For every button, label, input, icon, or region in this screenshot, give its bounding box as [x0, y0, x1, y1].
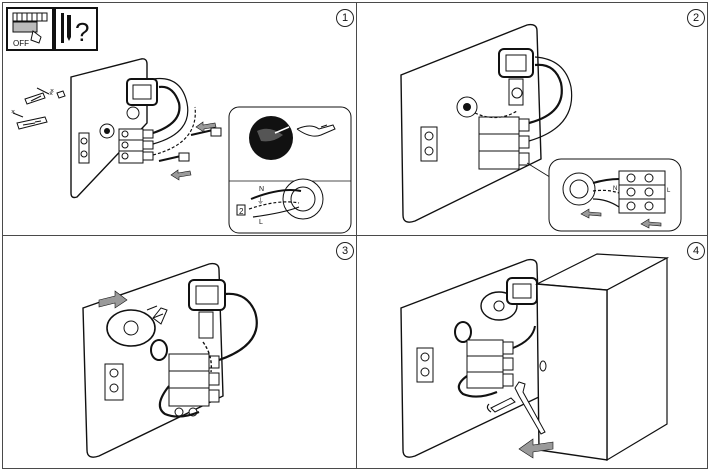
arrow-icon [195, 121, 217, 133]
fixing-screw-1 [190, 127, 222, 137]
detail-bubble: N ⏚ L 2 [228, 106, 352, 234]
terminal-block [478, 116, 530, 170]
svg-text:×: × [50, 88, 54, 95]
wire-striped [474, 110, 518, 119]
wire-label-earth: ⏚ [257, 197, 264, 205]
step-1-panel: 1 OFF ? [2, 2, 357, 236]
screw-anchor-lower: × × [11, 88, 54, 130]
cable-gland [106, 305, 168, 347]
cover-box [534, 253, 670, 462]
wire-label-l: L [259, 219, 263, 226]
wire-striped [202, 341, 213, 373]
screw-anchor-upper: × [24, 87, 53, 105]
arrow-icon [580, 208, 602, 219]
step-4-panel: 4 [356, 235, 708, 469]
wire-black [152, 85, 181, 135]
svg-text:N: N [613, 186, 617, 192]
wire-black [528, 63, 563, 125]
step-number-3: 3 [336, 242, 354, 260]
grommet [150, 339, 168, 361]
step-2-panel: 2 [356, 2, 708, 236]
breaker-off-label: OFF [13, 39, 29, 48]
terminal-block [168, 353, 220, 417]
wire-black [218, 292, 258, 362]
wire-black-lower [457, 375, 498, 398]
cable-holder [126, 78, 158, 120]
arrow-icon [518, 438, 554, 459]
wire-label-n: N [259, 186, 264, 193]
step-3-panel: 3 [2, 235, 357, 469]
cable-holder [506, 277, 538, 305]
arrow-icon [98, 290, 128, 309]
terminal-block [118, 128, 154, 164]
wire-grey [528, 56, 573, 142]
tools-question-icon: ? [54, 7, 98, 51]
step-number-4: 4 [687, 242, 705, 260]
cable-holder [498, 48, 534, 106]
step-2-illustration: N L [400, 23, 682, 232]
arrow-icon [640, 218, 662, 229]
allen-key-icon [486, 381, 546, 435]
arrow-icon [170, 169, 192, 181]
step-1-illustration: OFF ? × × × [6, 7, 352, 234]
svg-text:×: × [11, 109, 15, 116]
detail-bubble: N L [548, 158, 682, 232]
svg-text:L: L [667, 188, 671, 194]
step-3-illustration [82, 262, 258, 458]
fixing-screw-2 [158, 152, 190, 162]
wire-black-lower [158, 385, 200, 418]
step-number-1: 1 [336, 9, 354, 27]
wire-grey [152, 77, 189, 145]
terminal-block [466, 339, 514, 389]
breaker-off-icon: OFF [6, 7, 54, 51]
question-mark: ? [75, 17, 89, 47]
wire-black [512, 325, 536, 349]
wall-plug [56, 90, 66, 99]
step-number-2: 2 [687, 9, 705, 27]
callout-2-label: 2 [239, 207, 244, 216]
svg-text:×: × [49, 91, 53, 98]
cable-holder [188, 279, 226, 339]
step-4-illustration [400, 253, 670, 462]
